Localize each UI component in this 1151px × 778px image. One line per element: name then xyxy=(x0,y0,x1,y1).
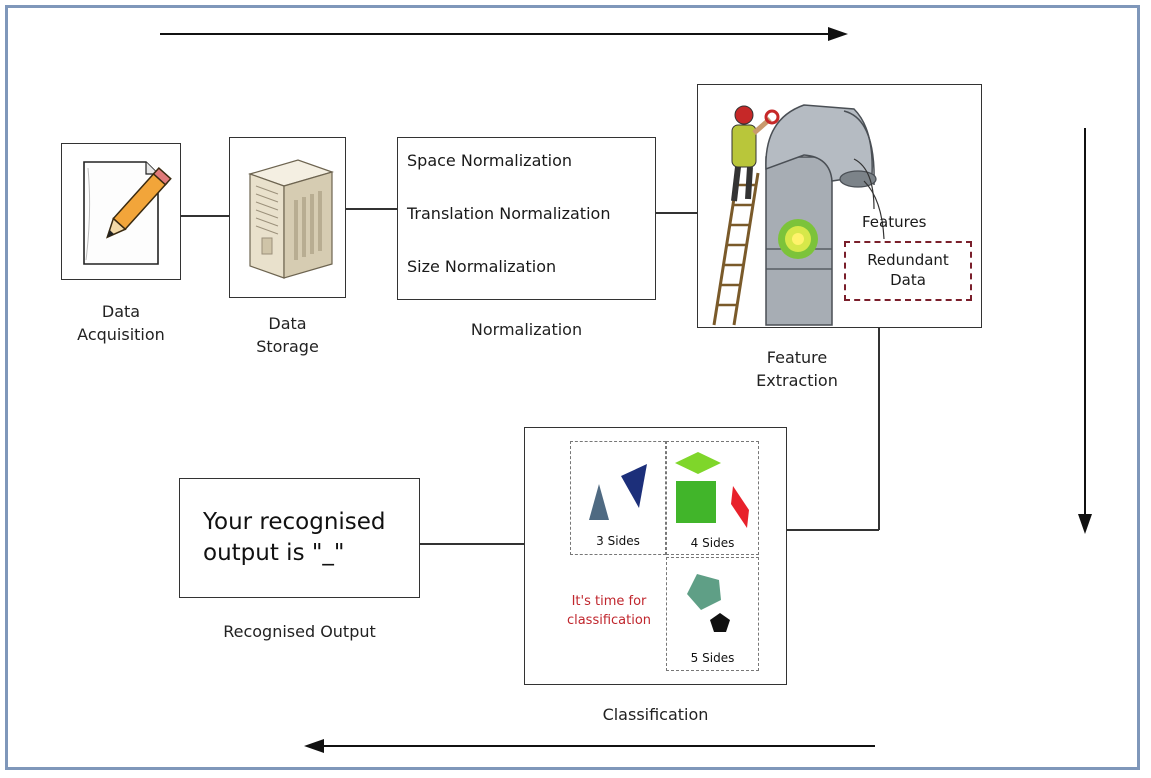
connector-acq-storage xyxy=(181,215,229,217)
connector-storage-norm xyxy=(346,208,397,210)
connector-norm-feature xyxy=(656,212,697,214)
five-sides-group: 5 Sides xyxy=(666,557,759,671)
five-sides-label: 5 Sides xyxy=(690,651,735,665)
normalization-box: Space Normalization Translation Normaliz… xyxy=(397,137,656,300)
normalization-caption: Normalization xyxy=(470,320,583,339)
feature-extraction-caption: Feature Extraction xyxy=(697,346,897,392)
four-sides-group: 4 Sides xyxy=(666,441,759,555)
pencil-paper-icon xyxy=(83,161,172,265)
pentagon-black-icon xyxy=(710,613,730,632)
recognised-output-box: Your recognised output is "_" xyxy=(179,478,420,598)
caption-line: Data xyxy=(101,302,141,321)
redundant-data-box: Redundant Data xyxy=(844,241,972,301)
features-label: Features xyxy=(862,213,927,231)
redundant-line: Redundant xyxy=(867,251,949,269)
data-acquisition-caption: Data Acquisition xyxy=(61,300,181,346)
data-acquisition-box xyxy=(61,143,181,280)
pentagon-teal-icon xyxy=(687,574,721,610)
classification-box: 3 Sides 4 Sides 5 Sides It's time for cl… xyxy=(524,427,787,685)
data-storage-caption: Data Storage xyxy=(229,312,346,358)
output-text: Your recognised output is "_" xyxy=(203,507,386,569)
three-sides-group: 3 Sides xyxy=(570,441,666,555)
data-storage-box xyxy=(229,137,346,298)
space-normalization-item: Space Normalization xyxy=(407,151,573,170)
size-normalization-item: Size Normalization xyxy=(407,257,557,276)
diamond-green-icon xyxy=(675,452,721,474)
triangle-navy-icon xyxy=(621,464,647,508)
classification-note: It's time for classification xyxy=(553,592,665,630)
note-line: classification xyxy=(566,613,652,628)
output-line: Your recognised xyxy=(203,509,386,535)
diagram-frame xyxy=(5,5,1140,770)
caption-line: Extraction xyxy=(756,371,838,390)
output-line: output is "_" xyxy=(203,540,345,566)
caption-line: Feature xyxy=(766,348,828,367)
translation-normalization-item: Translation Normalization xyxy=(407,204,611,223)
caption-line: Storage xyxy=(256,337,319,356)
recognised-output-caption: Recognised Output xyxy=(223,622,376,641)
square-green-icon xyxy=(676,481,716,523)
three-sides-label: 3 Sides xyxy=(596,534,640,548)
caption-line: Data xyxy=(268,314,307,333)
classification-caption: Classification xyxy=(602,705,709,724)
caption-line: Acquisition xyxy=(77,325,165,344)
connector-class-output xyxy=(420,543,524,545)
feature-extraction-box: Features Redundant Data xyxy=(697,84,982,328)
redundant-line: Data xyxy=(890,271,926,289)
connector-feature-class xyxy=(787,529,879,531)
note-line: It's time for xyxy=(571,594,647,609)
server-icon xyxy=(248,159,334,279)
four-sides-label: 4 Sides xyxy=(690,536,735,550)
parallelogram-red-icon xyxy=(731,486,749,528)
connector-feature-down xyxy=(878,328,880,530)
triangle-slate-icon xyxy=(589,484,609,520)
worker-pipe-icon xyxy=(712,104,885,326)
